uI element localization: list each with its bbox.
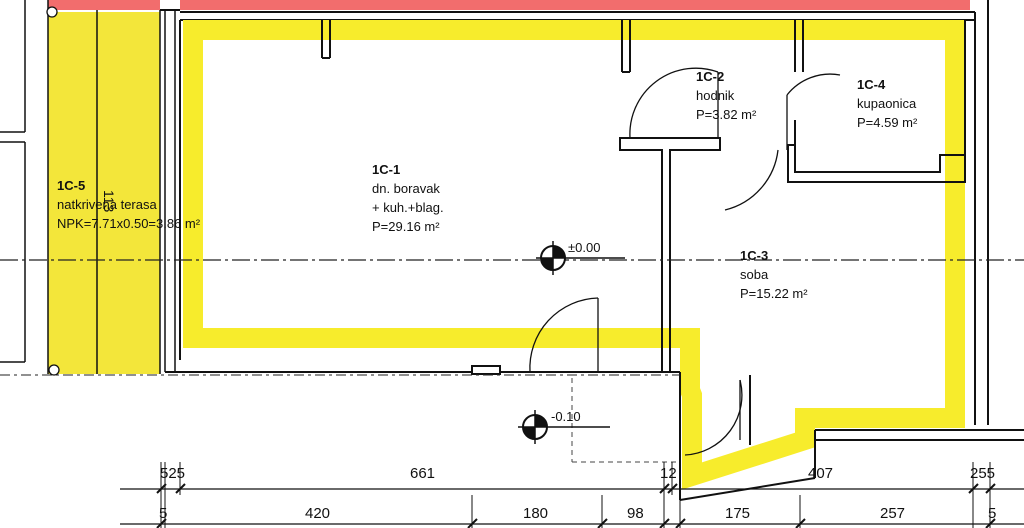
vertical-dimension: 113 — [101, 190, 117, 213]
dim-bottom-3: 180 — [523, 505, 548, 522]
dim-bottom-1: 5 — [159, 505, 167, 522]
svg-text:P=29.16 m²: P=29.16 m² — [372, 219, 440, 234]
level-outside-label: -0.10 — [551, 409, 581, 424]
terrace-fill — [48, 12, 160, 374]
room-1c-1-label: 1C-1 dn. boravak + kuh.+blag. P=29.16 m² — [372, 162, 444, 234]
svg-text:hodnik: hodnik — [696, 88, 735, 103]
red-band-left — [48, 0, 160, 10]
svg-text:soba: soba — [740, 267, 769, 282]
svg-text:kupaonica: kupaonica — [857, 96, 917, 111]
dim-bottom-4: 98 — [627, 505, 644, 522]
top-wall — [160, 9, 975, 21]
svg-text:1C-2: 1C-2 — [696, 69, 724, 84]
svg-text:1C-4: 1C-4 — [857, 77, 886, 92]
dim-top-2: 661 — [410, 465, 435, 482]
level-floor-label: ±0.00 — [568, 240, 600, 255]
svg-text:natkrivena terasa: natkrivena terasa — [57, 197, 157, 212]
room-1c-5-label: 1C-5 natkrivena terasa NPK=7.71x0.50=3.8… — [57, 178, 201, 231]
level-marker-floor — [536, 241, 625, 275]
svg-text:1C-5: 1C-5 — [57, 178, 85, 193]
doors — [529, 67, 841, 456]
dim-bottom-7: 5 — [988, 505, 996, 522]
left-edge-lines — [0, 0, 176, 374]
svg-text:NPK=7.71x0.50=3.86 m²: NPK=7.71x0.50=3.86 m² — [57, 216, 201, 231]
terrace-marker-bottom — [48, 364, 60, 376]
dim-top-4: 407 — [808, 465, 833, 482]
svg-text:P=3.82 m²: P=3.82 m² — [696, 107, 757, 122]
dim-bottom-5: 175 — [725, 505, 750, 522]
level-marker-outside — [518, 410, 610, 444]
terrace-marker-top — [46, 6, 58, 18]
svg-text:1C-1: 1C-1 — [372, 162, 400, 177]
svg-text:1C-3: 1C-3 — [740, 248, 768, 263]
svg-text:P=15.22 m²: P=15.22 m² — [740, 286, 808, 301]
dim-top-3: 12 — [660, 465, 677, 482]
dim-bottom-6: 257 — [880, 505, 905, 522]
room-1c-4-label: 1C-4 kupaonica P=4.59 m² — [857, 77, 918, 130]
room-1c-2-label: 1C-2 hodnik P=3.82 m² — [696, 69, 757, 122]
highlight-outline — [183, 20, 965, 490]
dimension-lines — [120, 462, 1024, 528]
red-band-top — [180, 0, 970, 10]
svg-text:P=4.59 m²: P=4.59 m² — [857, 115, 918, 130]
svg-text:+ kuh.+blag.: + kuh.+blag. — [372, 200, 444, 215]
room-1c-3-label: 1C-3 soba P=15.22 m² — [740, 248, 808, 301]
dim-top-5: 255 — [970, 465, 995, 482]
walls — [165, 0, 1024, 501]
svg-text:dn. boravak: dn. boravak — [372, 181, 440, 196]
dashed-lines — [571, 378, 680, 463]
dim-top-1: 525 — [160, 465, 185, 482]
dim-bottom-2: 420 — [305, 505, 330, 522]
